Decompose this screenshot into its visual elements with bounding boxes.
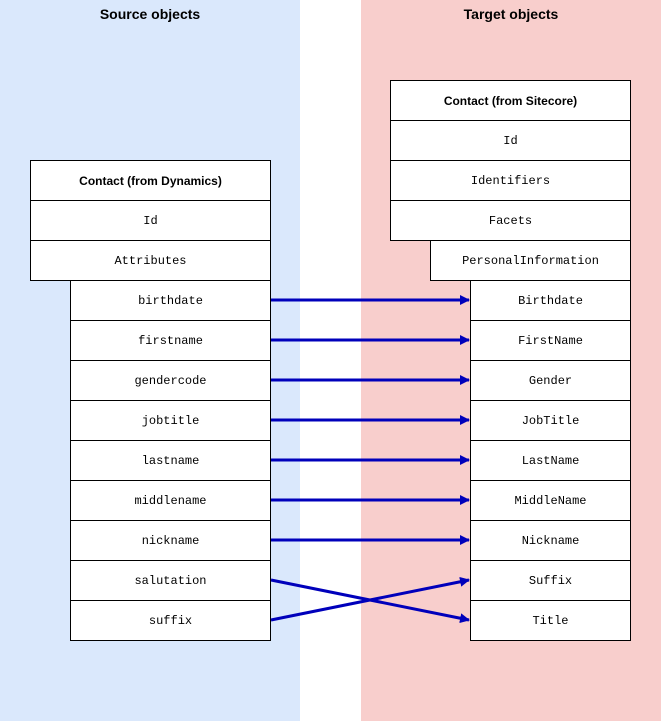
- source-objects-title: Source objects: [99, 6, 201, 22]
- target-field-suffix: Suffix: [470, 560, 631, 601]
- source-field-attributes: Attributes: [30, 240, 271, 281]
- target-field-nickname: Nickname: [470, 520, 631, 561]
- target-field-id: Id: [390, 120, 631, 161]
- source-attr-jobtitle: jobtitle: [70, 400, 271, 441]
- target-field-lastname: LastName: [470, 440, 631, 481]
- target-field-gender: Gender: [470, 360, 631, 401]
- source-attr-birthdate: birthdate: [70, 280, 271, 321]
- mapping-arrow-suffix-to-suffix: [270, 576, 470, 622]
- target-field-jobtitle: JobTitle: [470, 400, 631, 441]
- target-field-identifiers: Identifiers: [390, 160, 631, 201]
- source-attr-gendercode: gendercode: [70, 360, 271, 401]
- target-objects-title: Target objects: [463, 6, 559, 22]
- target-field-title: Title: [470, 600, 631, 641]
- source-attr-salutation: salutation: [70, 560, 271, 601]
- target-facet-personalinformation: PersonalInformation: [430, 240, 631, 281]
- source-attr-lastname: lastname: [70, 440, 271, 481]
- target-field-firstname: FirstName: [470, 320, 631, 361]
- source-attr-suffix: suffix: [70, 600, 271, 641]
- source-attr-firstname: firstname: [70, 320, 271, 361]
- source-field-id: Id: [30, 200, 271, 241]
- target-contact-header: Contact (from Sitecore): [390, 80, 631, 121]
- target-field-middlename: MiddleName: [470, 480, 631, 521]
- source-contact-header: Contact (from Dynamics): [30, 160, 271, 201]
- source-attr-nickname: nickname: [70, 520, 271, 561]
